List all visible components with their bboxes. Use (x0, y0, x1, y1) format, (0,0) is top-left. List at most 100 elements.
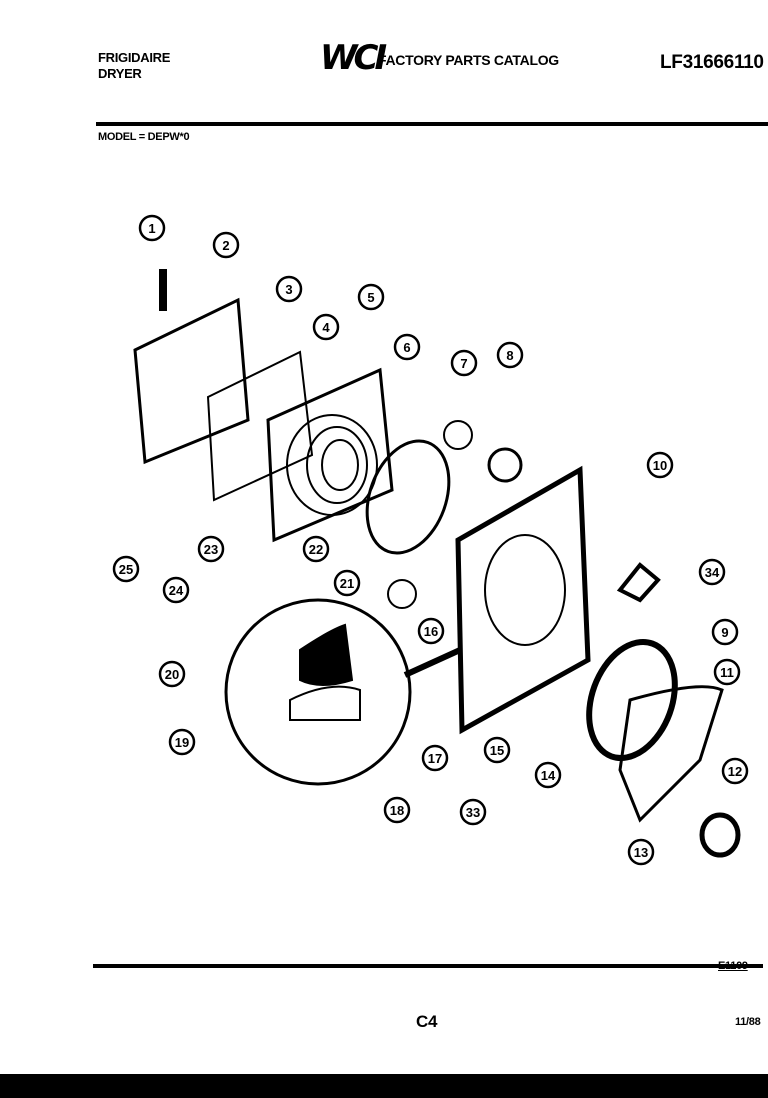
callout-label: 20 (165, 667, 179, 682)
callout-circle (496, 341, 524, 369)
callout-14: 14 (534, 761, 562, 789)
callout-circle (275, 275, 303, 303)
callout-circle (162, 576, 190, 604)
callout-label: 1 (148, 221, 155, 236)
callout-4: 4 (312, 313, 340, 341)
callout-circle (483, 736, 511, 764)
scan-border (0, 1074, 768, 1098)
callout-label: 19 (175, 735, 189, 750)
detail-part (299, 623, 354, 686)
callout-1: 1 (138, 214, 166, 242)
detail-magnifier (224, 598, 412, 786)
door-panel (133, 269, 250, 465)
callout-circle (627, 838, 655, 866)
front-panel (455, 465, 591, 735)
callout-label: 9 (721, 625, 728, 640)
callout-3: 3 (275, 275, 303, 303)
page-number: C4 (416, 1012, 438, 1031)
callout-19: 19 (168, 728, 196, 756)
detail-leader (403, 647, 462, 678)
handle-bracket (618, 685, 724, 823)
callout-10: 10 (646, 451, 674, 479)
callout-23: 23 (197, 535, 225, 563)
callout-circle (534, 761, 562, 789)
callout-circle (698, 558, 726, 586)
callout-label: 12 (728, 764, 742, 779)
drum-front-assembly (266, 367, 394, 543)
header-rule (96, 122, 768, 126)
callout-circle (333, 569, 361, 597)
callout-circle (357, 283, 385, 311)
callout-label: 25 (119, 562, 133, 577)
drawing-code: E1109 (718, 960, 748, 972)
door-gasket (586, 638, 678, 762)
product-name: DRYER (98, 66, 142, 81)
callout-circle (383, 796, 411, 824)
callout-label: 6 (403, 340, 410, 355)
callout-7: 7 (450, 349, 478, 377)
callout-21: 21 (333, 569, 361, 597)
callout-17: 17 (421, 744, 449, 772)
footer-rule (93, 964, 763, 968)
door-liner (206, 350, 314, 502)
revision-date: 11/88 (735, 1016, 761, 1028)
callout-label: 13 (634, 845, 648, 860)
callout-9: 9 (711, 618, 739, 646)
callout-circle (168, 728, 196, 756)
callout-label: 2 (222, 238, 229, 253)
callout-2: 2 (212, 231, 240, 259)
brand-name: FRIGIDAIRE (98, 50, 171, 65)
callout-circle (646, 451, 674, 479)
callout-circle (393, 333, 421, 361)
callout-circle (138, 214, 166, 242)
callout-circle (212, 231, 240, 259)
callout-circle (158, 660, 186, 688)
hinge-part (159, 269, 167, 311)
callout-label: 17 (428, 751, 442, 766)
callout-8: 8 (496, 341, 524, 369)
wci-logo: WCI (320, 38, 387, 78)
callout-label: 18 (390, 803, 404, 818)
callout-18: 18 (383, 796, 411, 824)
callout-circle (459, 798, 487, 826)
callout-34: 34 (698, 558, 726, 586)
callout-circle (450, 349, 478, 377)
callout-circle (421, 744, 449, 772)
callout-label: 3 (285, 282, 292, 297)
callout-13: 13 (627, 838, 655, 866)
part-number: LF31666110 (660, 52, 764, 73)
model-label: MODEL = DEPW*0 (98, 131, 190, 143)
callout-label: 14 (541, 768, 556, 783)
callout-group: 1234567810222324252116349111213141533171… (112, 214, 749, 866)
callout-label: 10 (653, 458, 667, 473)
callout-circle (417, 617, 445, 645)
callout-5: 5 (357, 283, 385, 311)
grommet (699, 812, 741, 858)
callout-12: 12 (721, 757, 749, 785)
callout-circle (302, 535, 330, 563)
callout-label: 16 (424, 624, 438, 639)
callout-label: 15 (490, 743, 504, 758)
callout-label: 5 (367, 290, 374, 305)
callout-label: 24 (169, 583, 184, 598)
callout-circle (713, 658, 741, 686)
callout-circle (711, 618, 739, 646)
detail-part-2 (289, 685, 361, 721)
knob-7 (443, 420, 473, 450)
callout-24: 24 (162, 576, 190, 604)
callout-20: 20 (158, 660, 186, 688)
callout-label: 21 (340, 576, 354, 591)
latch (616, 562, 661, 603)
callout-33: 33 (459, 798, 487, 826)
callout-label: 34 (705, 565, 720, 580)
callout-11: 11 (713, 658, 741, 686)
callout-22: 22 (302, 535, 330, 563)
catalog-title: FACTORY PARTS CATALOG (378, 52, 559, 68)
callout-label: 11 (720, 665, 734, 680)
knob-8 (487, 447, 523, 483)
callout-circle (721, 757, 749, 785)
part-21 (387, 579, 417, 609)
callout-circle (112, 555, 140, 583)
callout-circle (312, 313, 340, 341)
